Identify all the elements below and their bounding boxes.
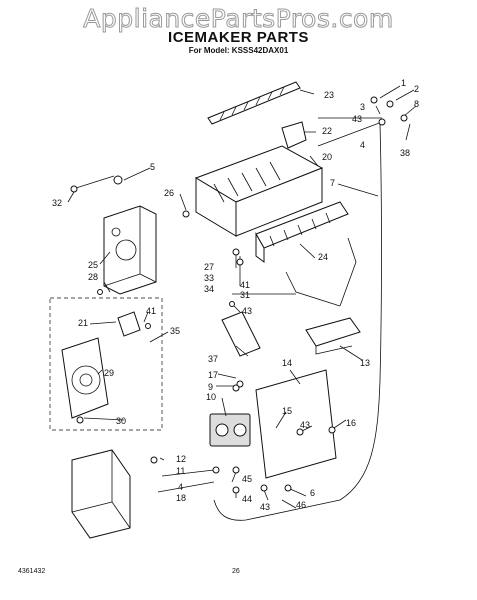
callout-label: 43 <box>242 306 252 316</box>
callout-label: 16 <box>346 418 356 428</box>
part-water-tube <box>213 123 382 521</box>
callout-label: 2 <box>414 84 419 94</box>
callout-label: 6 <box>310 488 315 498</box>
callout-label: 41 <box>146 306 156 316</box>
footer-part-number: 4361432 <box>18 568 46 575</box>
callout-label: 30 <box>116 416 126 426</box>
callout-label: 44 <box>242 494 252 504</box>
callout-label: 17 <box>208 370 218 380</box>
callout-label: 33 <box>204 273 214 283</box>
footer-page-number: 26 <box>232 568 240 575</box>
callout-label: 14 <box>282 358 292 368</box>
callout-label: 35 <box>170 326 180 336</box>
part-shutoff-arm <box>285 237 357 307</box>
callout-label: 34 <box>204 284 214 294</box>
part-ice-stripper <box>255 201 349 263</box>
callout-label: 21 <box>78 318 88 328</box>
callout-label: 26 <box>164 188 174 198</box>
callout-label: 20 <box>322 152 332 162</box>
callout-label: 4 <box>360 140 365 150</box>
callout-label: 8 <box>414 99 419 109</box>
fasteners <box>76 96 408 494</box>
callout-label: 28 <box>88 272 98 282</box>
callout-label: 23 <box>324 90 334 100</box>
callout-label: 5 <box>150 162 155 172</box>
part-ice-mold <box>194 145 324 237</box>
callout-label: 38 <box>400 148 410 158</box>
page-title: ICEMAKER PARTS <box>168 29 309 46</box>
callout-label: 11 <box>176 466 185 476</box>
callout-label: 18 <box>176 493 186 503</box>
callout-label: 45 <box>242 474 252 484</box>
callout-label: 32 <box>52 198 62 208</box>
part-wire-harness <box>70 175 123 193</box>
callout-label: 29 <box>104 368 114 378</box>
part-cover <box>71 449 131 539</box>
model-subtitle: For Model: KSSS42DAX01 <box>188 46 289 55</box>
callout-label: 10 <box>206 392 216 402</box>
callout-label: 12 <box>176 454 186 464</box>
callout-label: 43 <box>260 502 270 512</box>
callout-label: 37 <box>208 354 218 364</box>
callout-label: 9 <box>208 382 213 392</box>
watermark-text: AppliancePartsPros.com <box>83 4 394 34</box>
callout-label: 46 <box>296 500 306 510</box>
callout-label: 24 <box>318 252 328 262</box>
part-bail-arm <box>207 81 301 125</box>
callout-label: 43 <box>352 114 362 124</box>
callout-label: 7 <box>330 178 335 188</box>
callout-label: 43 <box>300 420 310 430</box>
callout-label: 22 <box>322 126 332 136</box>
part-control-housing <box>103 205 157 295</box>
part-module-group <box>49 297 163 431</box>
callout-label: 27 <box>204 262 214 272</box>
callout-label: 41 <box>240 280 250 290</box>
callout-labels: 1 2 3 8 43 22 4 20 38 23 5 26 7 32 25 28… <box>52 78 419 512</box>
part-fill-cup <box>281 121 307 149</box>
callout-label: 15 <box>282 406 292 416</box>
part-water-valve <box>209 413 251 447</box>
part-valve-bracket <box>255 369 337 479</box>
callout-label: 3 <box>360 102 365 112</box>
callout-label: 31 <box>240 290 250 300</box>
callout-label: 1 <box>401 78 406 88</box>
part-heater <box>305 317 361 355</box>
callout-label: 4 <box>178 482 183 492</box>
callout-label: 13 <box>360 358 370 368</box>
leader-lines <box>67 85 417 509</box>
callout-label: 25 <box>88 260 98 270</box>
part-bracket <box>221 311 261 357</box>
